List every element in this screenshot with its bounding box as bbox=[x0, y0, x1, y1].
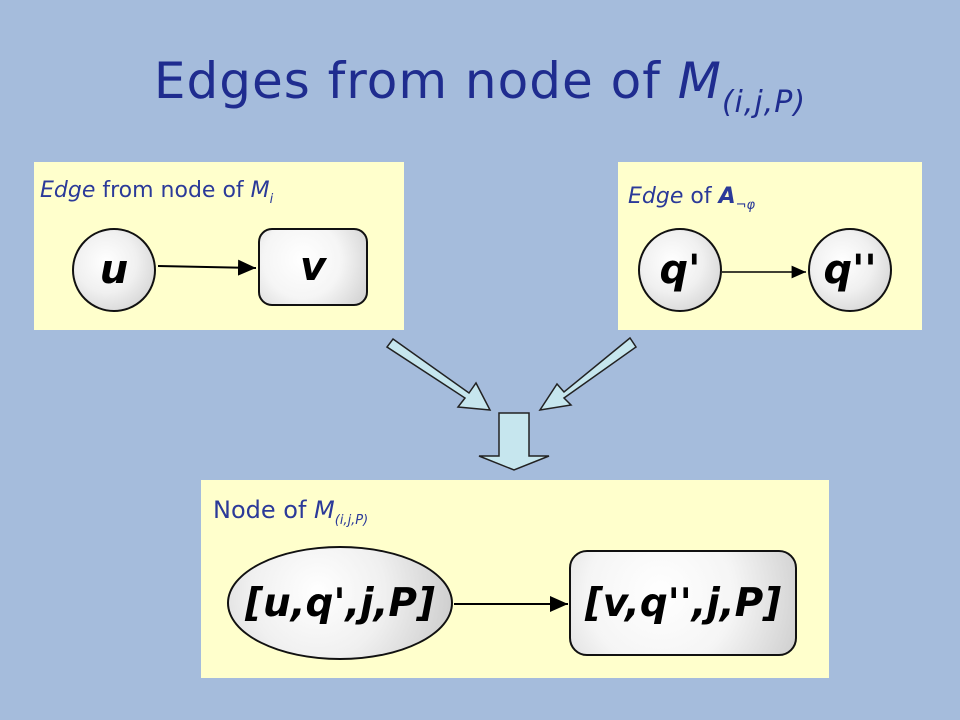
node-u-q-prime-j-p: [u,q',j,P] bbox=[227, 546, 453, 660]
panel-edge-of-a: Edge of A¬φ q' q'' bbox=[618, 162, 922, 330]
panel-edge-from-node-mi: Edge from node of Mi u v bbox=[34, 162, 404, 330]
node-u: u bbox=[72, 228, 156, 312]
panel-caption: Edge of A¬φ bbox=[628, 184, 756, 213]
block-arrow-down bbox=[478, 412, 550, 471]
node-v: v bbox=[258, 228, 368, 306]
edge-u-v bbox=[157, 259, 257, 276]
panel-caption: Node of M(i,j,P) bbox=[213, 496, 369, 528]
page-title: Edges from node of M(i,j,P) bbox=[153, 52, 807, 120]
panel-node-of-m: Node of M(i,j,P) [u,q',j,P] [v,q'',j,P] bbox=[201, 480, 829, 678]
block-arrow-right bbox=[538, 336, 638, 412]
node-v-q-double-prime-j-p: [v,q'',j,P] bbox=[569, 550, 797, 656]
node-q-double-prime: q'' bbox=[808, 228, 892, 312]
node-q-prime: q' bbox=[638, 228, 722, 312]
block-arrow-left bbox=[385, 337, 492, 411]
panel-caption: Edge from node of Mi bbox=[40, 178, 274, 207]
